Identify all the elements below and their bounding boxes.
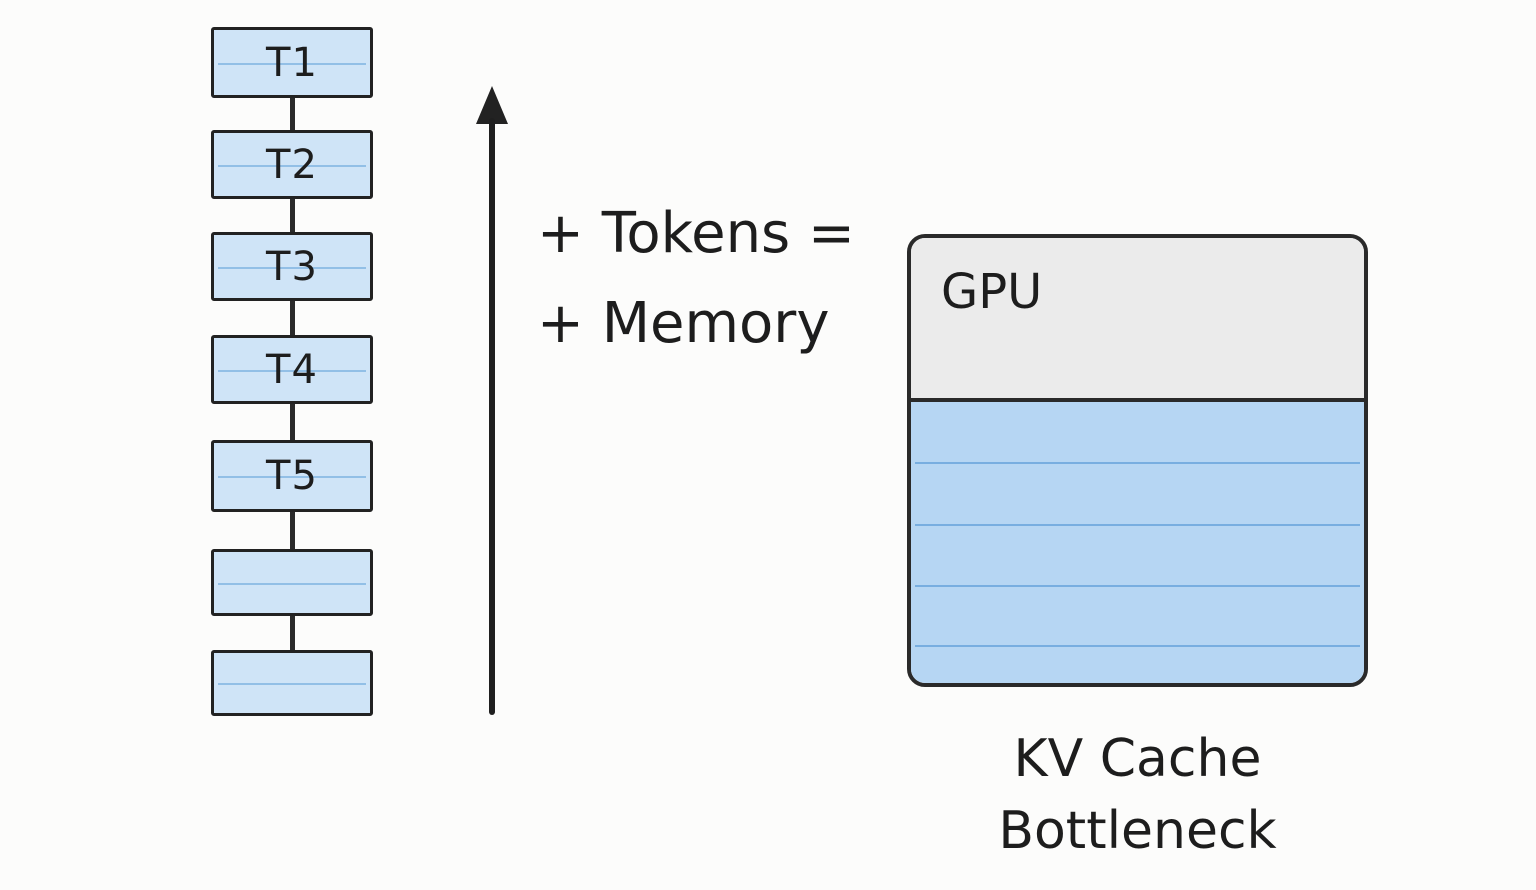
token-box-t1: T1 bbox=[211, 27, 373, 98]
kv-row-divider bbox=[915, 524, 1360, 526]
connector-line bbox=[290, 510, 295, 551]
token-midline bbox=[218, 582, 366, 585]
token-midline bbox=[218, 476, 366, 478]
connector-line bbox=[290, 614, 295, 652]
token-label: T1 bbox=[266, 39, 318, 86]
token-label: T4 bbox=[266, 346, 318, 393]
connector-line bbox=[290, 197, 295, 234]
token-midline bbox=[218, 266, 366, 269]
connector-line bbox=[290, 299, 295, 337]
kv-row-divider bbox=[915, 645, 1360, 647]
arrow-up-icon bbox=[476, 86, 508, 124]
token-box-t3: T3 bbox=[211, 232, 373, 301]
token-box-t5: T5 bbox=[211, 440, 373, 512]
token-midline bbox=[218, 683, 366, 685]
token-box-empty bbox=[211, 650, 373, 716]
token-midline bbox=[218, 164, 366, 167]
token-box-empty bbox=[211, 549, 373, 616]
caption-kv-cache: KV Cache bbox=[1013, 729, 1262, 789]
kv-row-divider bbox=[915, 585, 1360, 587]
connector-line bbox=[290, 96, 295, 132]
token-midline bbox=[218, 369, 366, 372]
arrow-shaft bbox=[489, 118, 495, 715]
gpu-memory-box: GPU bbox=[907, 234, 1368, 687]
gpu-free-area: GPU bbox=[911, 238, 1364, 398]
caption-bottleneck: Bottleneck bbox=[998, 801, 1277, 861]
equation-line-tokens: + Tokens = bbox=[537, 201, 855, 266]
kv-cache-area bbox=[911, 398, 1364, 683]
connector-line bbox=[290, 402, 295, 442]
gpu-label: GPU bbox=[941, 264, 1043, 320]
kv-row-divider bbox=[915, 462, 1360, 464]
token-box-t2: T2 bbox=[211, 130, 373, 199]
token-label: T2 bbox=[266, 141, 318, 188]
token-midline bbox=[218, 62, 366, 65]
token-label: T3 bbox=[266, 243, 318, 290]
token-label: T5 bbox=[266, 453, 318, 499]
equation-line-memory: + Memory bbox=[537, 291, 830, 356]
token-box-t4: T4 bbox=[211, 335, 373, 404]
